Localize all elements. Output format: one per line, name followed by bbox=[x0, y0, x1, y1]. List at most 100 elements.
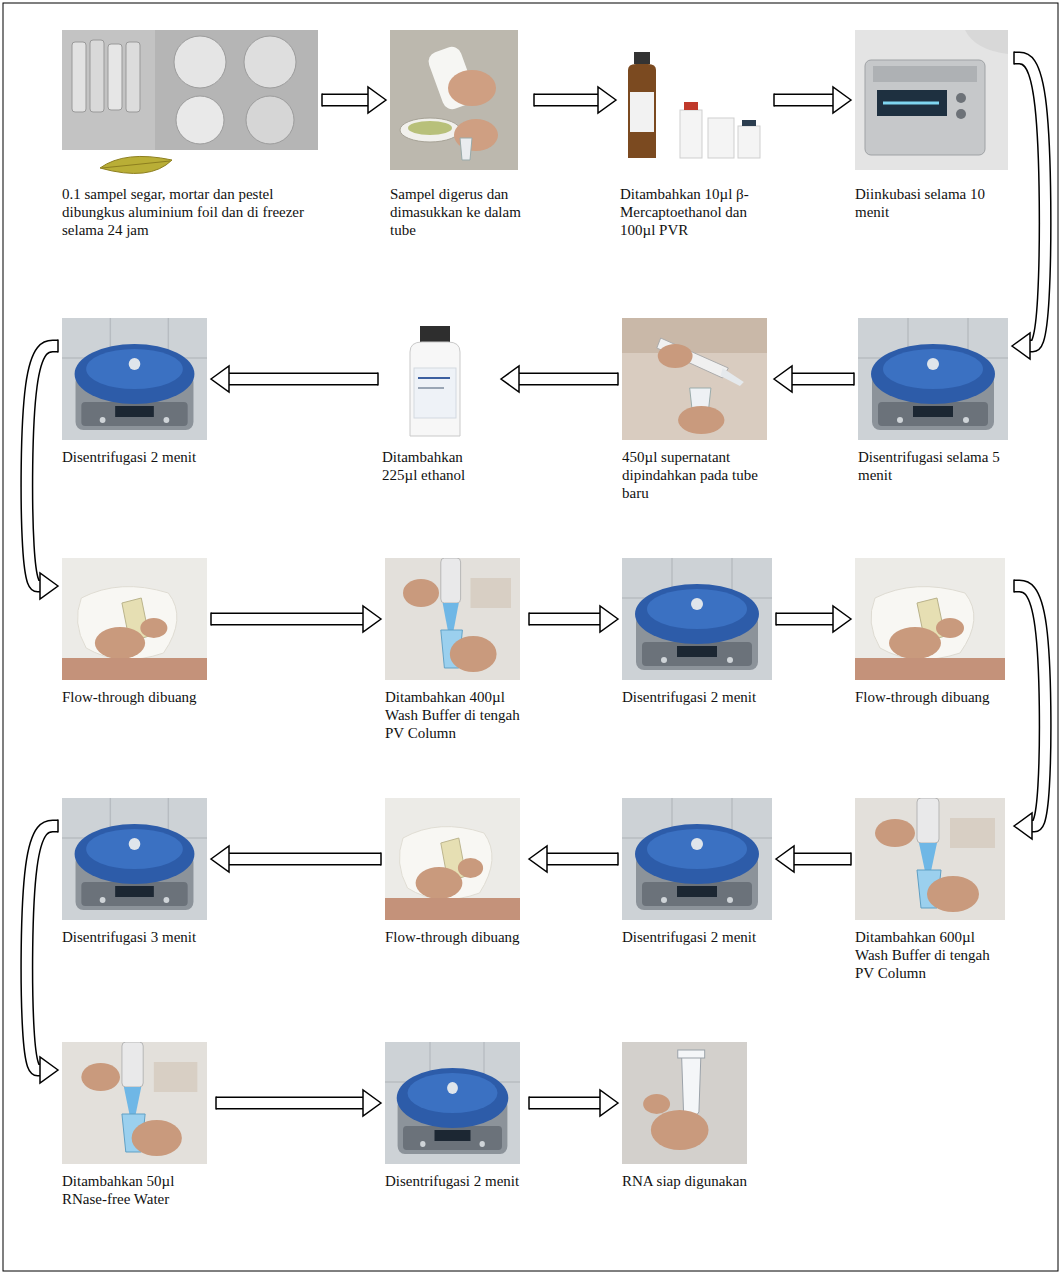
arrow-head bbox=[833, 606, 851, 632]
arrow-cap bbox=[215, 1097, 217, 1110]
process-step: Ditambahkan 600µl Wash Buffer di tengah … bbox=[855, 798, 1010, 982]
arrow-outline bbox=[534, 94, 598, 107]
arrow-cap bbox=[850, 853, 852, 866]
step-caption: Flow-through dibuang bbox=[62, 688, 207, 706]
centrifuge-photo bbox=[62, 798, 207, 920]
arrow-cap bbox=[528, 613, 530, 626]
arrow-body bbox=[792, 374, 854, 384]
mortar-photo bbox=[390, 30, 518, 170]
process-step: RNA siap digunakan bbox=[622, 1042, 752, 1190]
process-step: Ditambahkan 10µl β-Mercaptoethanol dan 1… bbox=[620, 30, 770, 239]
arrow-cap bbox=[57, 820, 59, 833]
step-caption: RNA siap digunakan bbox=[622, 1172, 752, 1190]
arrow-outline bbox=[211, 613, 363, 626]
arrow-outline bbox=[519, 373, 618, 386]
centrifuge-photo bbox=[385, 1042, 520, 1164]
flow-arrow bbox=[216, 1090, 381, 1116]
arrow-head bbox=[1012, 333, 1030, 359]
arrow-cap bbox=[617, 373, 619, 386]
step-caption: Ditambahkan 50µl RNase-free Water bbox=[62, 1172, 212, 1208]
arrow-head bbox=[40, 573, 58, 599]
arrow-body bbox=[547, 854, 618, 864]
flow-arrow bbox=[1014, 580, 1045, 840]
centrifuge-photo bbox=[622, 798, 772, 920]
centrifuge-photo bbox=[62, 318, 207, 440]
arrow-outline bbox=[216, 1097, 363, 1110]
arrow-outline bbox=[27, 346, 58, 586]
page-frame bbox=[3, 3, 1058, 1271]
tissue-photo bbox=[855, 558, 1005, 680]
arrow-body bbox=[776, 614, 833, 624]
arrow-head bbox=[600, 1090, 618, 1116]
arrow-head bbox=[774, 366, 792, 392]
arrow-head bbox=[363, 1090, 381, 1116]
arrow-outline bbox=[792, 373, 854, 386]
process-step: 0.1 sampel segar, mortar dan pestel dibu… bbox=[62, 30, 318, 239]
flow-arrow bbox=[322, 87, 386, 113]
arrow-body bbox=[1014, 58, 1045, 346]
arrow-outline bbox=[794, 853, 851, 866]
arrow-cap bbox=[1013, 580, 1015, 593]
step-caption: Diinkubasi selama 10 menit bbox=[855, 185, 1010, 221]
process-step: Ditambahkan 400µl Wash Buffer di tengah … bbox=[385, 558, 525, 742]
process-step: 450µl supernatant dipindahkan pada tube … bbox=[622, 318, 770, 502]
process-step: Flow-through dibuang bbox=[855, 558, 1010, 706]
arrow-body bbox=[529, 1098, 600, 1108]
arrow-head bbox=[363, 606, 381, 632]
pipette-photo bbox=[622, 318, 767, 440]
arrow-cap bbox=[321, 94, 323, 107]
process-step: Disentrifugasi 3 menit bbox=[62, 798, 207, 946]
step-caption: Disentrifugasi 2 menit bbox=[622, 688, 772, 706]
step-caption: Flow-through dibuang bbox=[855, 688, 1010, 706]
arrow-body bbox=[794, 854, 851, 864]
arrow-cap bbox=[533, 94, 535, 107]
pipette-photo bbox=[855, 798, 1005, 920]
flow-arrow bbox=[501, 366, 618, 392]
step-caption: Sampel digerus dan dimasukkan ke dalam t… bbox=[390, 185, 530, 239]
arrow-body bbox=[1014, 586, 1045, 826]
arrow-body bbox=[27, 346, 58, 586]
step-caption: Ditambahkan 10µl β-Mercaptoethanol dan 1… bbox=[620, 185, 770, 239]
process-step: Flow-through dibuang bbox=[62, 558, 207, 706]
step-caption: Ditambahkan 600µl Wash Buffer di tengah … bbox=[855, 928, 1010, 982]
arrow-cap bbox=[617, 853, 619, 866]
arrow-head bbox=[368, 87, 386, 113]
arrow-head bbox=[776, 846, 794, 872]
flow-arrow bbox=[774, 366, 854, 392]
arrow-cap bbox=[380, 853, 382, 866]
arrow-body bbox=[229, 854, 381, 864]
step-caption: Disentrifugasi 2 menit bbox=[62, 448, 207, 466]
tube-photo bbox=[622, 1042, 747, 1164]
arrow-head bbox=[501, 366, 519, 392]
arrow-head bbox=[529, 846, 547, 872]
step-caption: Disentrifugasi 2 menit bbox=[385, 1172, 525, 1190]
arrow-head bbox=[833, 87, 851, 113]
step-caption: Ditambahkan 225µl ethanol bbox=[382, 448, 497, 484]
arrow-body bbox=[322, 95, 368, 105]
arrow-body bbox=[211, 614, 363, 624]
flow-arrow bbox=[529, 606, 618, 632]
flow-arrow bbox=[211, 846, 381, 872]
tissue-photo bbox=[385, 798, 520, 920]
arrow-head bbox=[598, 87, 616, 113]
arrow-outline bbox=[776, 613, 833, 626]
arrow-body bbox=[519, 374, 618, 384]
arrow-body bbox=[534, 95, 598, 105]
flow-arrow bbox=[529, 1090, 618, 1116]
arrow-head bbox=[211, 366, 229, 392]
arrow-outline bbox=[1014, 58, 1045, 346]
flow-arrow bbox=[1012, 52, 1045, 360]
step-caption: 0.1 sampel segar, mortar dan pestel dibu… bbox=[62, 185, 318, 239]
pipette-photo bbox=[62, 1042, 207, 1164]
process-step: Flow-through dibuang bbox=[385, 798, 525, 946]
arrow-cap bbox=[57, 340, 59, 353]
arrow-outline bbox=[229, 853, 381, 866]
flow-arrow bbox=[776, 846, 851, 872]
process-step: Sampel digerus dan dimasukkan ke dalam t… bbox=[390, 30, 530, 239]
arrow-outline bbox=[774, 94, 833, 107]
arrow-outline bbox=[229, 373, 378, 386]
process-step: Ditambahkan 50µl RNase-free Water bbox=[62, 1042, 212, 1208]
reagent-photo bbox=[620, 30, 770, 170]
flow-arrow bbox=[776, 606, 851, 632]
step-caption: Disentrifugasi 3 menit bbox=[62, 928, 207, 946]
